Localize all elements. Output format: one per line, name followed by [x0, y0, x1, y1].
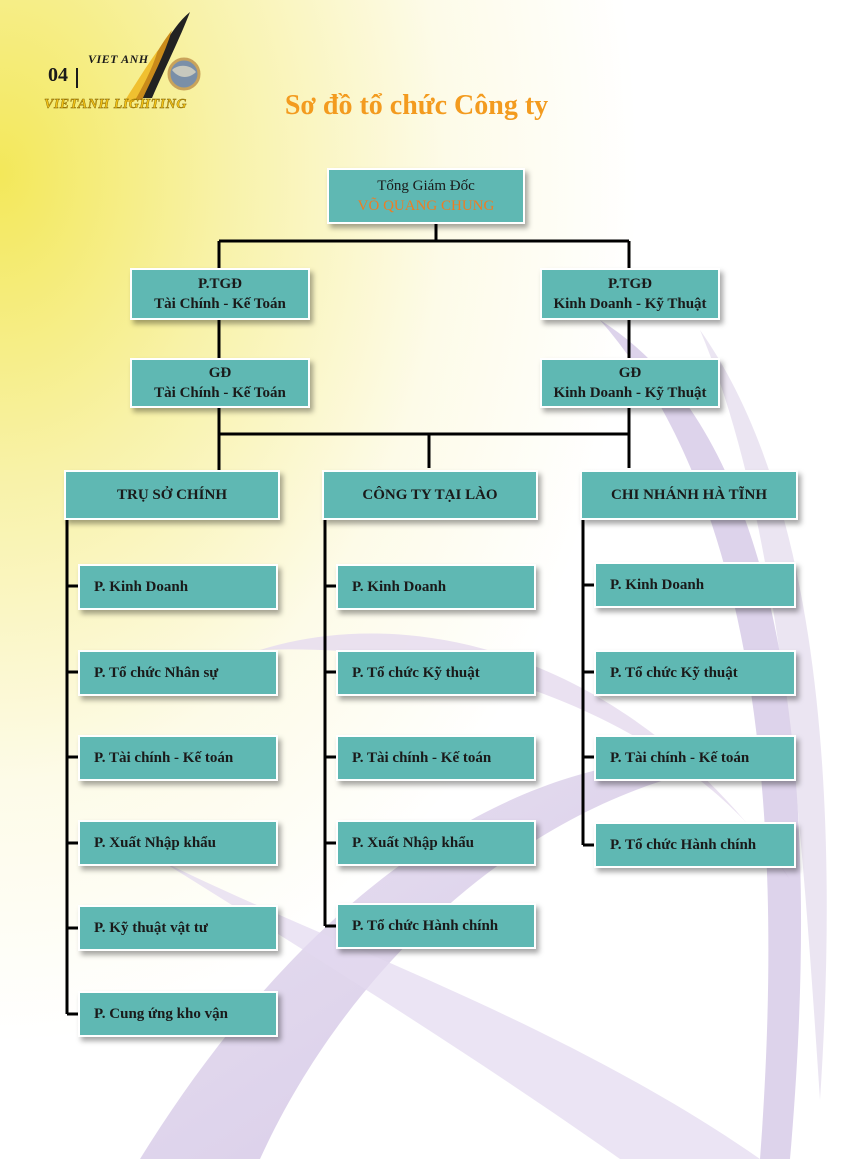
department-box: P. Kinh Doanh: [78, 564, 278, 610]
department-box: P. Tổ chức Kỹ thuật: [594, 650, 796, 696]
department-box: P. Tổ chức Nhân sự: [78, 650, 278, 696]
director-division: Tài Chính - Kế Toán: [154, 385, 286, 401]
deputy-box-finance: P.TGĐ Tài Chính - Kế Toán: [130, 268, 310, 320]
deputy-title: P.TGĐ: [197, 276, 243, 292]
page-number: 04: [48, 64, 68, 86]
department-box: P. Tài chính - Kế toán: [78, 735, 278, 781]
ceo-name: VÕ QUANG CHUNG: [357, 198, 495, 214]
deputy-title: P.TGĐ: [607, 276, 653, 292]
department-box: P. Tổ chức Kỹ thuật: [336, 650, 536, 696]
logo-text-bottom: VIETANH LIGHTING: [44, 97, 187, 112]
deputy-division: Tài Chính - Kế Toán: [154, 296, 286, 312]
department-box: P. Tài chính - Kế toán: [594, 735, 796, 781]
director-box-finance: GĐ Tài Chính - Kế Toán: [130, 358, 310, 408]
deputy-division: Kinh Doanh - Kỹ Thuật: [553, 296, 707, 312]
page-number-divider: [76, 68, 78, 88]
unit-box-laos: CÔNG TY TẠI LÀO: [322, 470, 538, 520]
unit-box-ha-tinh: CHI NHÁNH HÀ TĨNH: [580, 470, 798, 520]
director-division: Kinh Doanh - Kỹ Thuật: [553, 385, 707, 401]
unit-box-headquarters: TRỤ SỞ CHÍNH: [64, 470, 280, 520]
department-box: P. Xuất Nhập khẩu: [336, 820, 536, 866]
department-box: P. Tổ chức Hành chính: [594, 822, 796, 868]
director-box-business: GĐ Kinh Doanh - Kỹ Thuật: [540, 358, 720, 408]
department-box: P. Xuất Nhập khẩu: [78, 820, 278, 866]
department-box: P. Kinh Doanh: [336, 564, 536, 610]
department-box: P. Cung ứng kho vận: [78, 991, 278, 1037]
department-box: P. Kinh Doanh: [594, 562, 796, 608]
department-box: P. Kỹ thuật vật tư: [78, 905, 278, 951]
company-logo: [124, 12, 201, 102]
department-box: P. Tài chính - Kế toán: [336, 735, 536, 781]
department-box: P. Tổ chức Hành chính: [336, 903, 536, 949]
ceo-box: Tổng Giám Đốc VÕ QUANG CHUNG: [327, 168, 525, 224]
director-title: GĐ: [618, 365, 642, 381]
ceo-title: Tổng Giám Đốc: [377, 178, 475, 194]
director-title: GĐ: [208, 365, 232, 381]
page-title: Sơ đồ tổ chức Công ty: [284, 90, 549, 121]
logo-text-top: VIET ANH: [88, 52, 149, 66]
deputy-box-business: P.TGĐ Kinh Doanh - Kỹ Thuật: [540, 268, 720, 320]
